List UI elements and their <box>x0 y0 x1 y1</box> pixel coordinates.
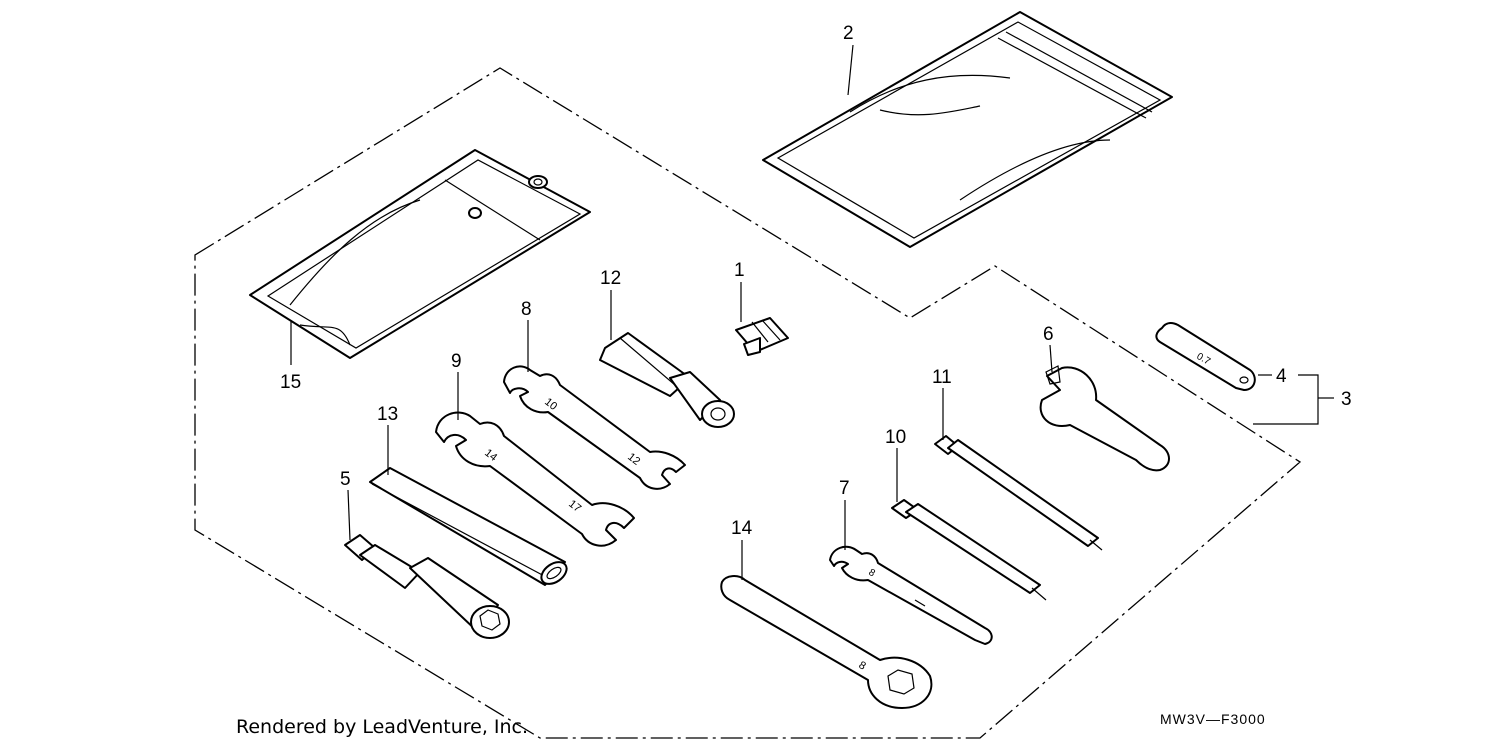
callout-11: 11 <box>932 367 952 388</box>
part-2-tool-bag[interactable] <box>762 11 1173 248</box>
callout-15: 15 <box>280 372 301 393</box>
callout-2: 2 <box>843 23 854 44</box>
part-6-pin-spanner[interactable] <box>1039 365 1170 472</box>
callout-1: 1 <box>734 260 745 281</box>
drawing-code: MW3V—F3000 <box>1160 711 1266 727</box>
part-10-screwdriver[interactable] <box>891 499 1047 601</box>
callout-12: 12 <box>600 268 621 289</box>
callout-10: 10 <box>885 427 906 448</box>
callout-6: 6 <box>1043 324 1054 345</box>
callout-3: 3 <box>1341 389 1352 410</box>
part-5-plug-wrench[interactable] <box>344 534 510 639</box>
part-12-socket-handle[interactable] <box>599 332 735 428</box>
wrench-9-stamp-b: 17 <box>566 498 583 515</box>
kit-boundary-outline <box>194 67 1302 739</box>
wrench-8-stamp-b: 12 <box>625 451 642 468</box>
part-4-feeler-gauge[interactable]: 0.7 <box>1155 322 1256 391</box>
wrench-9-stamp-a: 14 <box>482 447 499 464</box>
callout-14: 14 <box>731 518 753 539</box>
callout-8: 8 <box>521 299 532 320</box>
part-13-extension-bar[interactable] <box>369 467 571 588</box>
part-7-wrench-8[interactable]: 8 <box>829 545 993 645</box>
part-1-clip[interactable] <box>735 317 789 356</box>
wrench-8-stamp-a: 10 <box>542 396 559 413</box>
part-11-screwdriver[interactable] <box>934 435 1103 551</box>
callout-7: 7 <box>839 478 850 499</box>
part-8-wrench-10x12[interactable]: 10 12 <box>503 365 686 490</box>
part-9-wrench-14x17[interactable]: 14 17 <box>435 411 635 547</box>
wrench-7-stamp: 8 <box>867 567 878 580</box>
callout-9: 9 <box>451 351 462 372</box>
part-14-ring-spanner[interactable]: 8 <box>720 575 933 709</box>
callout-13: 13 <box>377 404 398 425</box>
leader-lines <box>290 44 1334 580</box>
callout-4: 4 <box>1276 366 1287 387</box>
wrench-14-stamp: 8 <box>857 659 868 672</box>
callout-numbers: 1 2 3 4 5 6 7 8 9 10 11 12 13 14 15 <box>280 23 1352 539</box>
part-15-tool-wallet[interactable] <box>249 149 591 359</box>
callout-5: 5 <box>340 469 351 490</box>
credit-text: Rendered by LeadVenture, Inc. <box>236 716 529 738</box>
